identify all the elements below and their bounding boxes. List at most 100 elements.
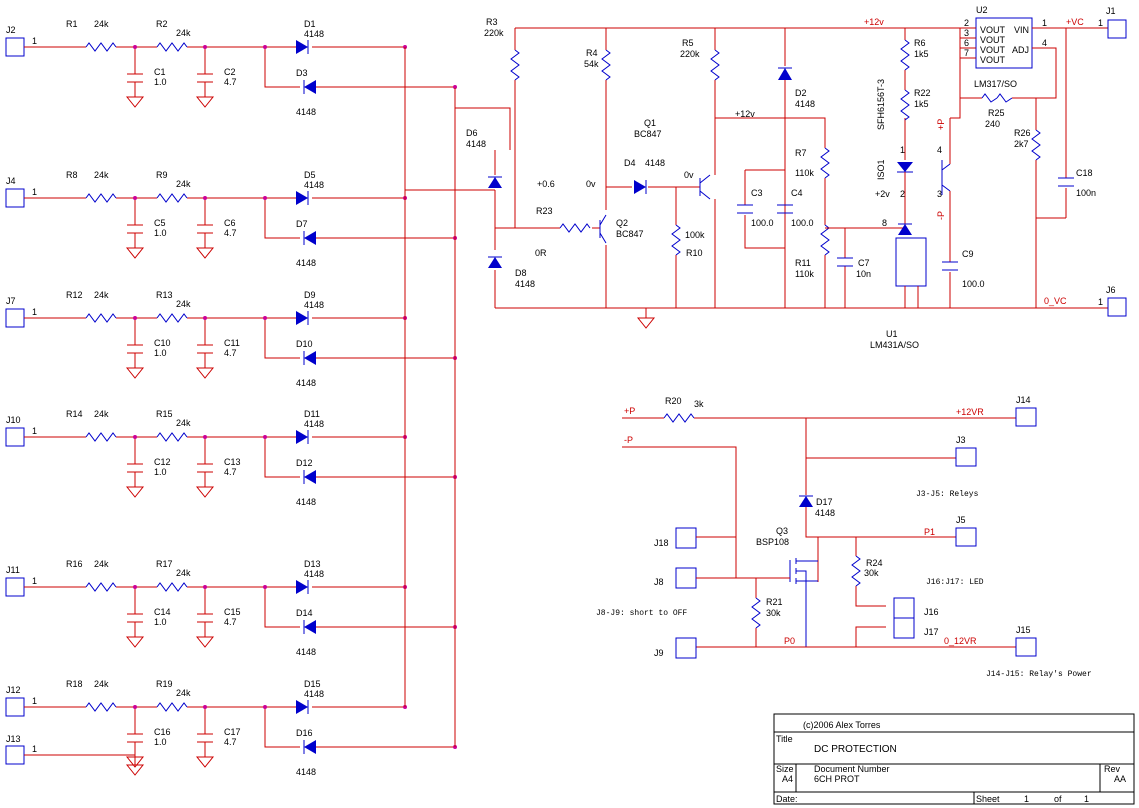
note-led: J16:J17: LED bbox=[926, 578, 984, 587]
relay-driver: +P R20 3k J14 +12VR J3 J3-J5: Releys D17… bbox=[596, 395, 1092, 679]
r21-value: 30k bbox=[766, 608, 781, 618]
diode-reverse-value: 4148 bbox=[296, 647, 316, 657]
diode-forward-value: 4148 bbox=[304, 29, 324, 39]
junction-dot bbox=[133, 585, 137, 589]
capacitor-first bbox=[125, 47, 145, 108]
title-block: (c)2006 Alex Torres Title DC PROTECTION … bbox=[773, 713, 1135, 805]
c18-label: C18 bbox=[1076, 168, 1093, 178]
r24-label: R24 bbox=[866, 558, 883, 568]
sheet-label: Sheet bbox=[976, 794, 1000, 804]
r22-label: R22 bbox=[914, 88, 931, 98]
diode-forward-value: 4148 bbox=[304, 180, 324, 190]
resistor-first bbox=[85, 313, 117, 323]
u2-pin7: 7 bbox=[964, 48, 969, 58]
jack-box bbox=[5, 427, 25, 447]
junction-dot bbox=[453, 85, 457, 89]
resistor-second-value: 24k bbox=[176, 299, 191, 309]
diode-forward bbox=[296, 191, 308, 205]
c4-value: 100.0 bbox=[791, 218, 814, 228]
size-label: Size bbox=[776, 764, 794, 774]
resistor-r5 bbox=[710, 49, 720, 81]
resistor-first-value: 24k bbox=[94, 19, 109, 29]
u2-pin1: 1 bbox=[1042, 18, 1047, 28]
junction-dot bbox=[203, 316, 207, 320]
u2-pin6: 6 bbox=[964, 38, 969, 48]
resistor-first-label: R1 bbox=[66, 19, 78, 29]
resistor-second bbox=[156, 42, 188, 52]
resistor-second-label: R2 bbox=[156, 19, 168, 29]
j6-pin: 1 bbox=[1098, 297, 1103, 307]
capacitor-first-value: 1.0 bbox=[154, 228, 167, 238]
c4-label: C4 bbox=[791, 188, 803, 198]
c7-label: C7 bbox=[858, 258, 870, 268]
d2-label: D2 bbox=[795, 88, 807, 98]
capacitor-first bbox=[125, 437, 145, 498]
diode-forward-label: D1 bbox=[304, 19, 316, 29]
resistor-second bbox=[156, 582, 188, 592]
resistor-first-label: R12 bbox=[66, 290, 83, 300]
resistor-r6 bbox=[900, 39, 910, 71]
diode-reverse-label: D14 bbox=[296, 608, 313, 618]
q3-value: BSP108 bbox=[756, 537, 789, 547]
j3-label: J3 bbox=[956, 435, 966, 445]
junction-dot bbox=[263, 435, 267, 439]
diode-reverse bbox=[304, 620, 316, 634]
jack-j13-pin: 1 bbox=[32, 744, 37, 754]
voltage-0v-b: 0v bbox=[684, 170, 694, 180]
jack-label: J2 bbox=[6, 25, 16, 35]
voltage-12v-a: +12v bbox=[864, 17, 884, 27]
jack-box bbox=[5, 37, 25, 57]
j15-label: J15 bbox=[1016, 625, 1031, 635]
diode-reverse-label: D3 bbox=[296, 68, 308, 78]
r23-value: 0R bbox=[535, 248, 547, 258]
c18-value: 100n bbox=[1076, 188, 1096, 198]
capacitor-second bbox=[195, 198, 215, 259]
jack-pin: 1 bbox=[32, 307, 37, 317]
junction-dot bbox=[263, 316, 267, 320]
junction-dot bbox=[263, 585, 267, 589]
jack-label: J10 bbox=[6, 415, 21, 425]
resistor-second-label: R19 bbox=[156, 679, 173, 689]
diode-reverse-label: D7 bbox=[296, 219, 308, 229]
q1-value: BC847 bbox=[634, 129, 662, 139]
r5-label: R5 bbox=[682, 38, 694, 48]
capacitor-first-value: 1.0 bbox=[154, 77, 167, 87]
diode-forward bbox=[296, 580, 308, 594]
diode-forward-value: 4148 bbox=[304, 419, 324, 429]
jack-j9 bbox=[675, 637, 697, 659]
junction-dot bbox=[263, 196, 267, 200]
resistor-first-label: R8 bbox=[66, 170, 78, 180]
resistor-second-label: R13 bbox=[156, 290, 173, 300]
resistor-first-value: 24k bbox=[94, 409, 109, 419]
u1-pin8: 8 bbox=[882, 218, 887, 228]
capacitor-second bbox=[195, 437, 215, 498]
resistor-r22 bbox=[900, 89, 910, 121]
jack-pin: 1 bbox=[32, 426, 37, 436]
j1-pin: 1 bbox=[1098, 18, 1103, 28]
resistor-first-label: R16 bbox=[66, 559, 83, 569]
j18-label: J18 bbox=[654, 538, 669, 548]
u2-pin3: 3 bbox=[964, 28, 969, 38]
resistor-first bbox=[85, 42, 117, 52]
u1-label: U1 bbox=[886, 329, 898, 339]
diode-reverse bbox=[304, 351, 316, 365]
capacitor-second bbox=[195, 587, 215, 648]
capacitor-second-value: 4.7 bbox=[224, 467, 237, 477]
r25-value: 240 bbox=[985, 119, 1000, 129]
resistor-first-label: R14 bbox=[66, 409, 83, 419]
opto-pin4: 4 bbox=[937, 145, 942, 155]
resistor-second-value: 24k bbox=[176, 688, 191, 698]
resistor-r7 bbox=[820, 147, 830, 179]
capacitor-first bbox=[125, 198, 145, 259]
resistor-second-value: 24k bbox=[176, 568, 191, 578]
docnum-label: Document Number bbox=[814, 764, 890, 774]
regulator-section: +12v R6 1k5 R22 1k5 SFH6156T-3 ISO1 +P -… bbox=[864, 5, 1127, 350]
capacitor-first-label: C10 bbox=[154, 338, 171, 348]
transistor-q1 bbox=[699, 174, 711, 200]
jack-box bbox=[5, 188, 25, 208]
capacitor-second-label: C13 bbox=[224, 457, 241, 467]
ground-symbol bbox=[636, 308, 656, 329]
resistor-r20 bbox=[663, 413, 695, 423]
q2-value: BC847 bbox=[616, 229, 644, 239]
